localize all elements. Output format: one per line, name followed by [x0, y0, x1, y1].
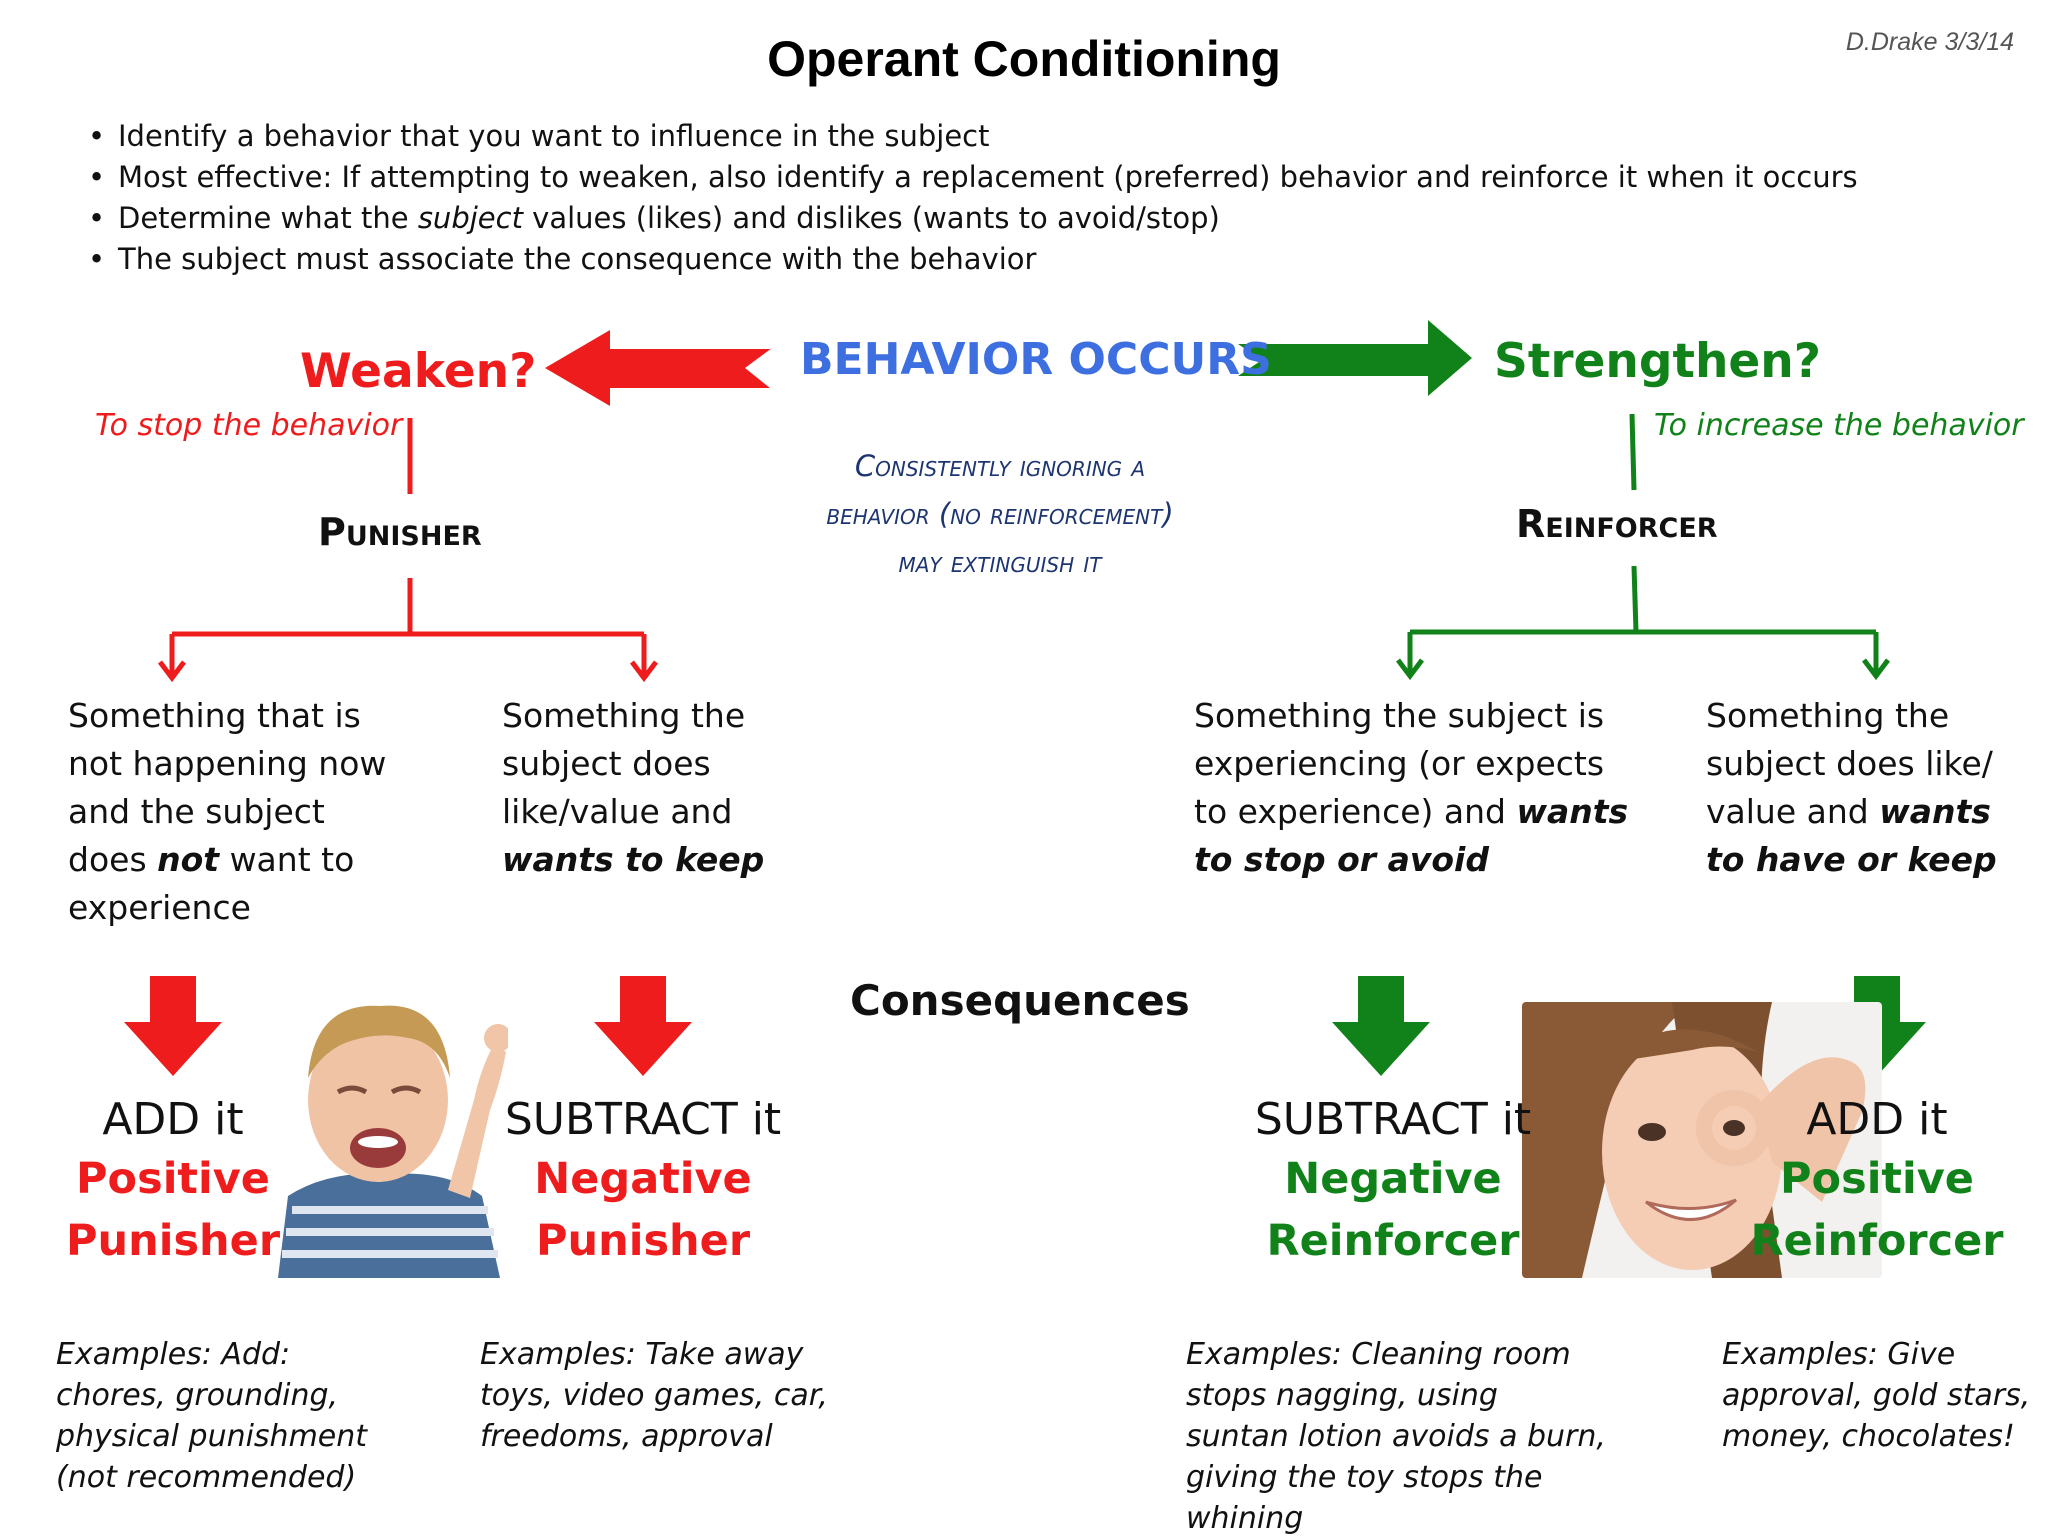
punisher-heading: Punisher — [318, 510, 482, 554]
add-it-label-reinforcer: ADD it — [1712, 1094, 2042, 1145]
negative-punisher-down-arrow — [594, 976, 692, 1076]
negative-punisher-examples: Examples: Take away toys, video games, c… — [480, 1334, 840, 1457]
reinforcer-stem-bottom — [1634, 566, 1636, 632]
negative-reinforcer-description: Something the subject is experiencing (o… — [1194, 692, 1634, 884]
consequences-label: Consequences — [850, 976, 1190, 1025]
strengthen-label: Strengthen? — [1494, 334, 1821, 389]
positive-punisher-examples: Examples: Add: chores, grounding, physic… — [56, 1334, 386, 1498]
subtract-it-label-reinforcer: SUBTRACT it — [1228, 1094, 1558, 1145]
reinforcer-stem-top — [1632, 414, 1634, 490]
increase-behavior-label: To increase the behavior — [1654, 408, 2024, 443]
weaken-arrow — [545, 330, 772, 406]
negative-reinforcer-examples: Examples: Cleaning room stops nagging, u… — [1186, 1334, 1606, 1539]
positive-punisher-label: Positive Punisher — [8, 1148, 338, 1272]
behavior-occurs-label: BEHAVIOR OCCURS — [800, 334, 1272, 385]
stop-behavior-label: To stop the behavior — [95, 408, 402, 443]
strengthen-arrow — [1238, 320, 1472, 396]
negative-punisher-label: Negative Punisher — [478, 1148, 808, 1272]
positive-reinforcer-examples: Examples: Give approval, gold stars, mon… — [1722, 1334, 2042, 1457]
add-it-label-punisher: ADD it — [8, 1094, 338, 1145]
reinforcer-heading: Reinforcer — [1516, 502, 1718, 546]
positive-punisher-down-arrow — [124, 976, 222, 1076]
subtract-it-label-punisher: SUBTRACT it — [478, 1094, 808, 1145]
negative-punisher-description: Something the subject does like/value an… — [502, 692, 822, 884]
weaken-label: Weaken? — [300, 344, 536, 399]
extinction-note: Consistently ignoring a behavior (no rei… — [760, 442, 1240, 586]
negative-reinforcer-down-arrow — [1332, 976, 1430, 1076]
positive-reinforcer-label: Positive Reinforcer — [1712, 1148, 2042, 1272]
positive-punisher-description: Something that is not happening now and … — [68, 692, 398, 932]
negative-reinforcer-label: Negative Reinforcer — [1228, 1148, 1558, 1272]
positive-reinforcer-description: Something the subject does like/ value a… — [1706, 692, 2036, 884]
